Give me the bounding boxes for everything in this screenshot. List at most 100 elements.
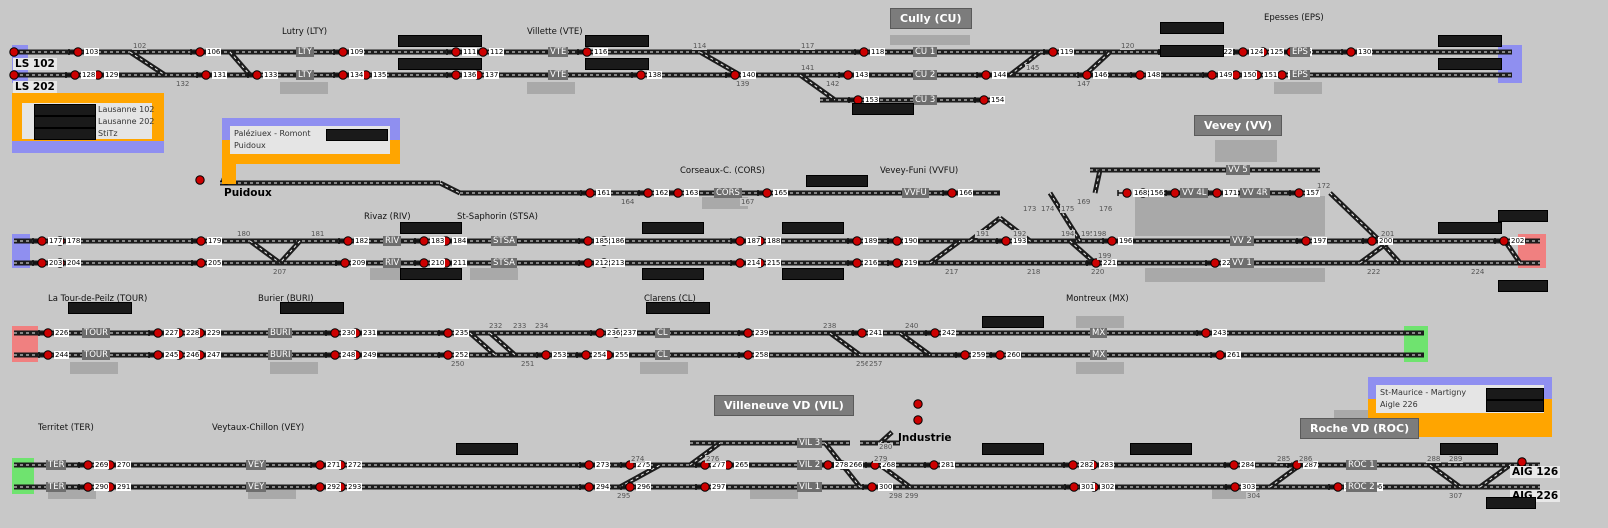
signal-number[interactable]: 162 [654,189,670,197]
point-number[interactable]: 238 [822,322,838,330]
signal-number[interactable]: 219 [903,259,919,267]
signal-number[interactable]: 303 [1241,483,1257,491]
point-number[interactable]: 279 [873,455,889,463]
track-label-row3[interactable]: MX [1090,350,1108,360]
signal-number[interactable]: 271 [326,461,342,469]
signal-number[interactable]: 277 [711,461,727,469]
point-number[interactable]: 256 [855,360,871,368]
point-number[interactable]: 257 [868,360,884,368]
signal-number[interactable]: 144 [992,71,1008,79]
signal-number[interactable]: 209 [351,259,367,267]
track-label-row2-top[interactable]: VV 4L [1180,188,1209,198]
signal-number[interactable]: 190 [903,237,919,245]
track-label-row3[interactable]: BURI [268,350,293,360]
signal-number[interactable]: 146 [1093,71,1109,79]
point-number[interactable]: 307 [1448,492,1464,500]
signal-number[interactable]: 204 [66,259,82,267]
signal-number[interactable]: 112 [489,48,505,56]
signal-number[interactable]: 290 [94,483,110,491]
signal-number[interactable]: 111 [462,48,478,56]
point-number[interactable]: 276 [705,455,721,463]
signal-number[interactable]: 140 [741,71,757,79]
signal-number[interactable]: 301 [1080,483,1096,491]
signal-number[interactable]: 215 [766,259,782,267]
point-number[interactable]: 167 [740,198,756,206]
signal-number[interactable]: 153 [864,96,880,104]
track-label-row2[interactable]: STSA [491,258,517,268]
signal-number[interactable]: 109 [349,48,365,56]
signal-number[interactable]: 188 [766,237,782,245]
signal-number[interactable]: 235 [454,329,470,337]
station-header-villeneuve[interactable]: Villeneuve VD (VIL) [714,395,854,416]
signal-number[interactable]: 293 [347,483,363,491]
signal-number[interactable]: 248 [341,351,357,359]
point-number[interactable]: 250 [450,360,466,368]
signal-number[interactable]: 292 [326,483,342,491]
signal-number[interactable]: 294 [595,483,611,491]
signal-number[interactable]: 130 [1357,48,1373,56]
signal-number[interactable]: 178 [66,237,82,245]
signal-number[interactable]: 177 [48,237,64,245]
point-number[interactable]: 117 [800,42,816,50]
signal-number[interactable]: 200 [1378,237,1394,245]
signal-number[interactable]: 138 [647,71,663,79]
track-label-row3[interactable]: BURI [268,328,293,338]
signal-number[interactable]: 265 [734,461,750,469]
track-label-row3[interactable]: MX [1090,328,1108,338]
signal-number[interactable]: 300 [878,483,894,491]
signal-number[interactable]: 278 [834,461,850,469]
signal-number[interactable]: 179 [207,237,223,245]
signal-number[interactable]: 229 [206,329,222,337]
point-number[interactable]: 164 [620,198,636,206]
signal-number[interactable]: 202 [1510,237,1526,245]
signal-number[interactable]: 275 [636,461,652,469]
track-label-row4[interactable]: TER [46,482,67,492]
track-label-row1[interactable]: VTE [548,70,569,80]
track-label-row2[interactable]: VV 2 [1230,236,1254,246]
point-number[interactable]: 251 [520,360,536,368]
signal-number[interactable]: 156 [1149,189,1165,197]
signal-number[interactable]: 163 [684,189,700,197]
track-label-row4[interactable]: TER [46,460,67,470]
point-number[interactable]: 286 [1298,455,1314,463]
signal-number[interactable]: 211 [452,259,468,267]
signal-number[interactable]: 253 [552,351,568,359]
signal-number[interactable]: 193 [1012,237,1028,245]
point-number[interactable]: 173 [1022,205,1038,213]
signal-number[interactable]: 216 [863,259,879,267]
terminal-ls102[interactable]: LS 102 [13,58,57,70]
signal-number[interactable]: 241 [868,329,884,337]
track-label-row1[interactable]: VTE [548,47,569,57]
signal-number[interactable]: 148 [1146,71,1162,79]
signal-number[interactable]: 187 [746,237,762,245]
signal-number[interactable]: 266 [848,461,864,469]
signal-number[interactable]: 284 [1240,461,1256,469]
signal-number[interactable]: 282 [1079,461,1095,469]
signal-number[interactable]: 184 [452,237,468,245]
point-number[interactable]: 232 [488,322,504,330]
point-number[interactable]: 198 [1092,230,1108,238]
signal-number[interactable]: 129 [104,71,120,79]
point-number[interactable]: 233 [512,322,528,330]
track-label-row4[interactable]: VIL 2 [797,460,823,470]
point-number[interactable]: 180 [236,230,252,238]
track-label-row1[interactable]: CU 1 [913,47,938,57]
track-label-row3[interactable]: TOUR [82,350,111,360]
point-number[interactable]: 240 [904,322,920,330]
signal-number[interactable]: 281 [940,461,956,469]
signal-number[interactable]: 116 [593,48,609,56]
signal-number[interactable]: 143 [854,71,870,79]
signal-number[interactable]: 237 [622,329,638,337]
point-number[interactable]: 139 [735,80,751,88]
point-number[interactable]: 145 [1025,64,1041,72]
signal-number[interactable]: 272 [347,461,363,469]
track-label-row4[interactable]: ROC 2 [1346,482,1377,492]
signal-number[interactable]: 182 [354,237,370,245]
signal-number[interactable]: 186 [610,237,626,245]
signal-number[interactable]: 270 [116,461,132,469]
signal-number[interactable]: 131 [212,71,228,79]
point-number[interactable]: 195 [1080,230,1096,238]
signal-number[interactable]: 133 [263,71,279,79]
point-number[interactable]: 201 [1380,230,1396,238]
point-number[interactable]: 194 [1060,230,1076,238]
